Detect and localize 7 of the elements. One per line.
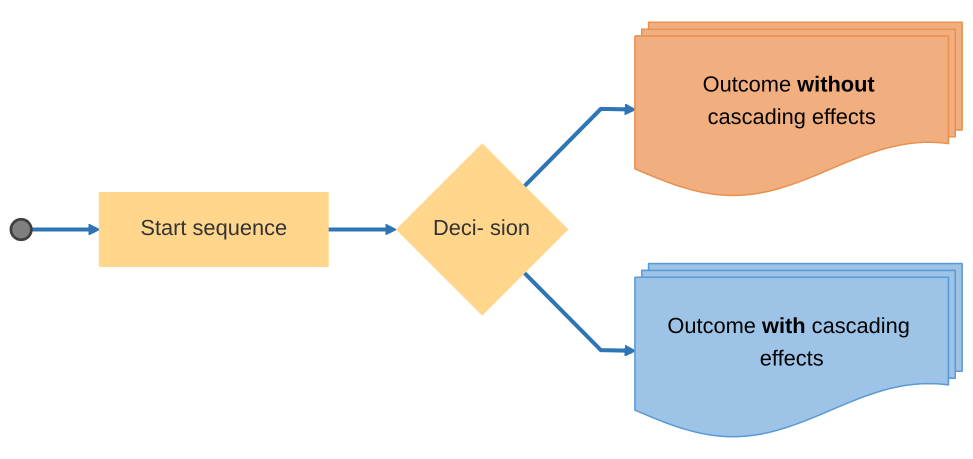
arrow [522, 103, 636, 188]
arrow [522, 270, 636, 357]
node-box: Start sequence [98, 192, 329, 267]
node-circle [10, 218, 33, 242]
arrow [31, 224, 100, 236]
arrow [328, 224, 397, 236]
node-diamond: Deci- sion [396, 143, 568, 316]
